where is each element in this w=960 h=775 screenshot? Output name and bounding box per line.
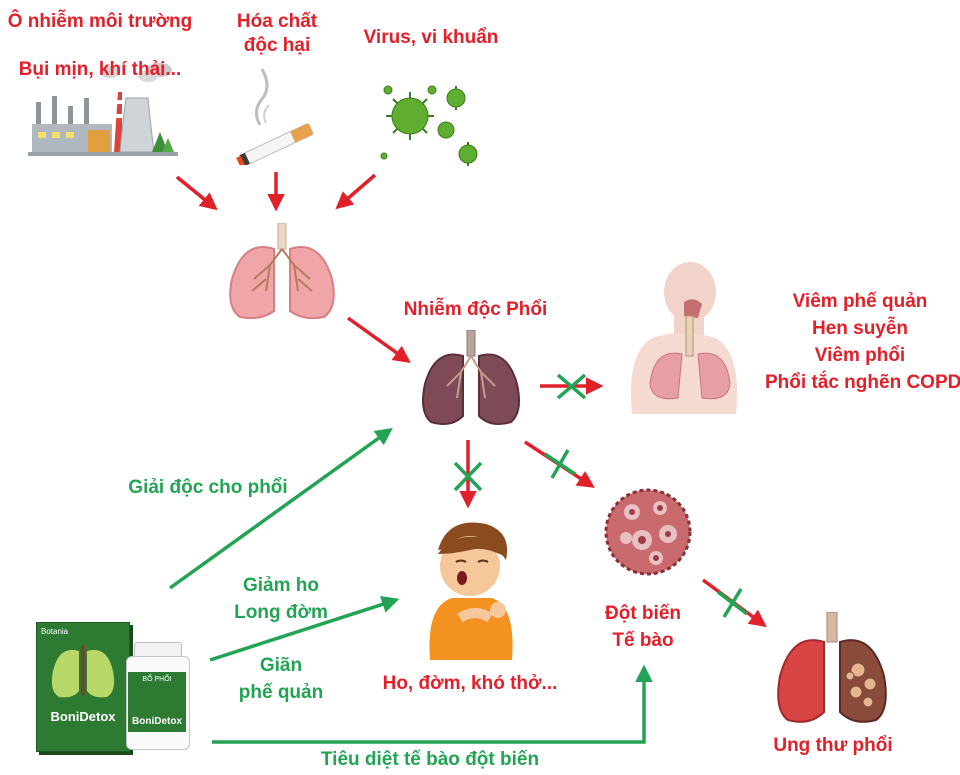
arrow-pollution bbox=[175, 175, 218, 211]
factory-icon bbox=[28, 63, 178, 156]
cigarette-icon bbox=[236, 68, 314, 165]
cross-mutation-b bbox=[550, 449, 570, 479]
box-lung-tree-icon bbox=[51, 645, 115, 698]
torso-anatomy-icon bbox=[630, 262, 738, 414]
mutation-label: Đột biến Tế bào bbox=[605, 603, 681, 651]
disease-list: Viêm phế quản Hen suyễn Viêm phổi Phổi t… bbox=[765, 288, 960, 396]
cause-chemicals-label: Hóa chất độc hại bbox=[236, 11, 318, 56]
product-box: Botania BoniDetox bbox=[36, 622, 130, 752]
mutated-cell-icon bbox=[604, 488, 692, 576]
coughing-boy-icon bbox=[429, 522, 513, 660]
arrow-to-toxic bbox=[346, 316, 411, 364]
benefit-bronchi-label: Giãn phế quản bbox=[238, 655, 324, 703]
cause-virus-label: Virus, vi khuẩn bbox=[363, 27, 499, 48]
product-box-top-text: Botania bbox=[41, 627, 69, 636]
cancer-label: Ung thư phổi bbox=[773, 735, 893, 756]
arrow-cough bbox=[209, 595, 400, 662]
benefit-cough-label: Giảm ho Long đờm bbox=[234, 575, 328, 623]
disease-item: Viêm phế quản bbox=[792, 291, 928, 312]
toxic-lung-label: Nhiễm độc Phổi bbox=[403, 299, 548, 320]
symptoms-label: Ho, đờm, khó thở... bbox=[382, 673, 558, 694]
arrow-kill-cells bbox=[212, 664, 653, 744]
disease-item: Hen suyễn bbox=[811, 318, 909, 339]
toxic-lung-icon bbox=[422, 330, 520, 425]
product-bottle-brand: BoniDetox bbox=[132, 716, 182, 727]
virus-icon bbox=[380, 85, 478, 166]
cause-pollution-label: Ô nhiễm môi trường Bụi mịn, khí thải... bbox=[7, 11, 193, 80]
benefit-kill-cells-label: Tiêu diệt tế bào đột biến bbox=[320, 749, 540, 770]
cancer-lung-icon bbox=[777, 612, 887, 723]
disease-item: Viêm phổi bbox=[814, 345, 906, 366]
arrow-virus bbox=[335, 173, 377, 210]
benefit-detox-label: Giải độc cho phổi bbox=[128, 477, 288, 498]
disease-item: Phổi tắc nghẽn COPD bbox=[765, 372, 960, 393]
cross-diseases-b bbox=[556, 373, 587, 400]
cross-cancer-b bbox=[722, 588, 743, 618]
product-bottle-badge: BỔ PHỔI bbox=[142, 676, 172, 683]
healthy-lung-icon bbox=[229, 223, 335, 320]
product-box-brand: BoniDetox bbox=[50, 709, 116, 724]
arrow-detox bbox=[168, 427, 393, 590]
product-bottle: BỔ PHỔI BoniDetox bbox=[126, 642, 190, 750]
cross-symptoms-b bbox=[453, 461, 483, 492]
